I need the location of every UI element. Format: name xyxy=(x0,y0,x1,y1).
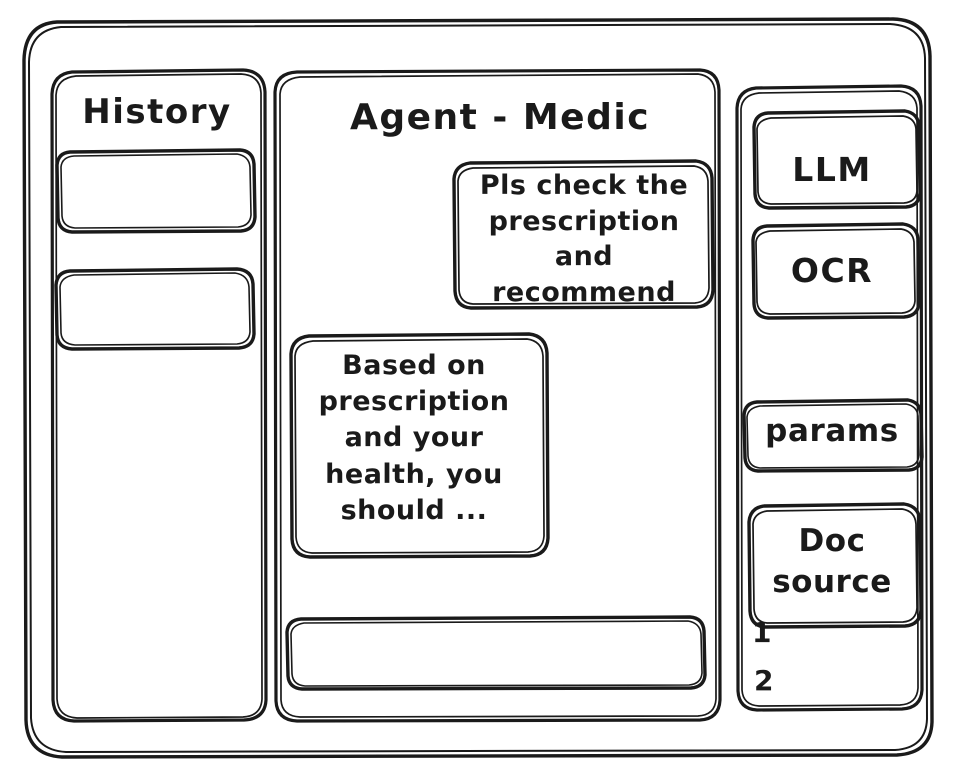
message-input[interactable] xyxy=(287,617,705,689)
tool-card-llm-label: LLM xyxy=(792,150,872,189)
tool-card-ocr-label: OCR xyxy=(790,251,874,290)
doc-source-item-2[interactable]: 2 xyxy=(754,664,774,697)
tool-card-doc-source[interactable] xyxy=(749,504,921,627)
tool-card-ocr[interactable] xyxy=(753,224,919,318)
tool-card-params[interactable] xyxy=(744,400,922,471)
user-message-bubble[interactable] xyxy=(454,161,713,308)
history-item-1[interactable] xyxy=(57,150,255,232)
history-item-2[interactable] xyxy=(56,269,254,349)
user-message-text: Pls check the prescription and recommend xyxy=(479,170,689,308)
page-title: Agent - Medic xyxy=(349,97,651,138)
history-panel-title: History xyxy=(82,92,232,132)
tool-card-doc-source-label: Doc source xyxy=(772,523,892,600)
doc-source-item-1[interactable]: 1 xyxy=(752,616,772,649)
tool-card-params-label: params xyxy=(765,413,899,449)
assistant-message-text: Based on prescription and your health, y… xyxy=(318,350,510,526)
tool-card-llm[interactable] xyxy=(754,111,920,208)
assistant-message-bubble[interactable] xyxy=(291,334,548,557)
